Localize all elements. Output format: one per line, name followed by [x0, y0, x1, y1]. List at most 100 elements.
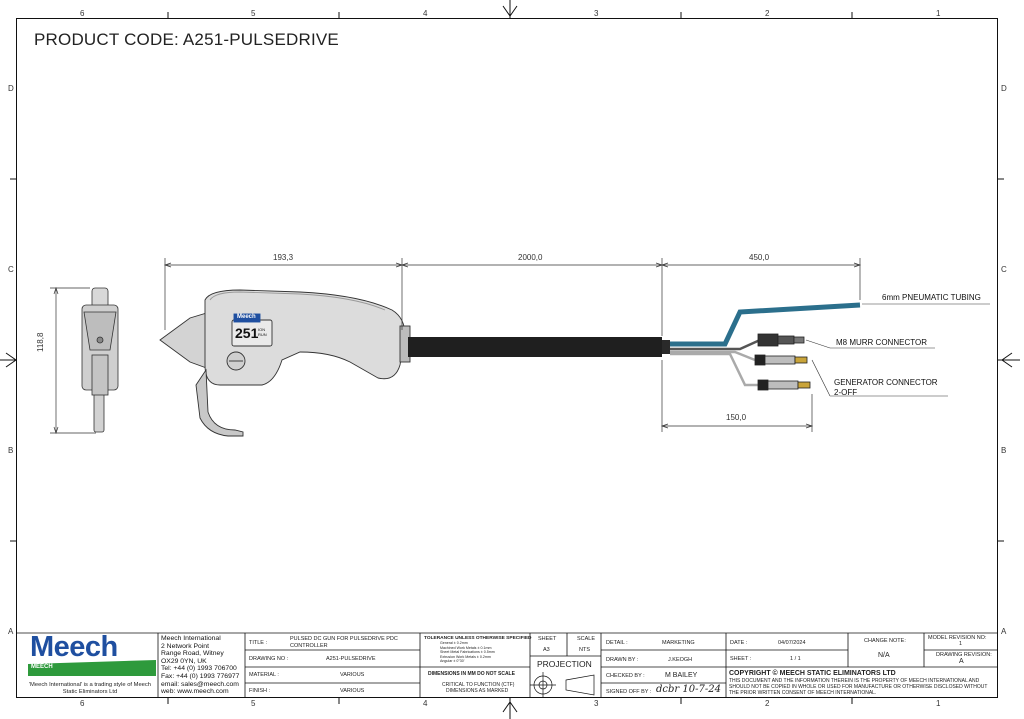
row-label-right: C — [1001, 265, 1007, 274]
cables — [670, 302, 861, 387]
dimension-height: 118,8 — [36, 332, 45, 352]
trading-style-note: 'Meech International' is a trading style… — [28, 682, 152, 695]
drawing-no-label: DRAWING NO : — [249, 656, 289, 662]
detail-value: MARKETING — [662, 640, 695, 646]
column-label-top: 5 — [251, 9, 256, 18]
meech-logo: Meech MEECH — [27, 631, 155, 679]
material-label: MATERIAL : — [249, 672, 279, 678]
row-label-right: B — [1001, 446, 1007, 455]
column-label-bottom: 4 — [423, 699, 428, 708]
row-label-left: A — [8, 627, 14, 636]
copyright-line: SHOULD NOT BE COPIED IN WHOLE OR USED FO… — [729, 684, 988, 690]
gun-body — [159, 289, 411, 437]
row-label-right: A — [1001, 627, 1007, 636]
row-label-left: C — [8, 265, 14, 274]
column-label-bottom: 1 — [936, 699, 941, 708]
title-label: TITLE : — [249, 640, 268, 646]
material-value: VARIOUS — [340, 672, 365, 678]
device-ion-run-label: ION RUN — [258, 327, 267, 337]
column-label-top: 3 — [594, 9, 599, 18]
tolerance-line: Angular ± 0°30' — [440, 659, 465, 664]
address-line: Fax: +44 (0) 1993 776977 — [161, 672, 240, 680]
dimensions-note: DIMENSIONS IN MM DO NOT SCALE — [428, 671, 515, 677]
callout-pneumatic-tubing: 6mm PNEUMATIC TUBING — [882, 293, 981, 302]
drawn-by-value: J.KEOGH — [668, 657, 693, 663]
column-label-top: 4 — [423, 9, 428, 18]
change-note-label: CHANGE NOTE: — [864, 638, 906, 644]
checked-by-label: CHECKED BY : — [606, 673, 645, 679]
ctf-note-line2: DIMENSIONS AS MARKED — [446, 688, 509, 694]
sheet-size-label: SHEET — [538, 636, 557, 642]
dimension-connector-offset: 150,0 — [726, 413, 747, 422]
company-address: Meech International 2 Network Point Rang… — [161, 635, 239, 696]
tolerance-line: Extrusion Work Metals ± 0.2mm — [440, 654, 491, 659]
generator-connector-1 — [754, 354, 808, 366]
sheet-size-value: A3 — [543, 647, 550, 653]
signed-off-label: SIGNED OFF BY : — [606, 689, 652, 695]
callout-generator-count: 2-OFF — [834, 388, 858, 397]
drawn-by-label: DRAWN BY : — [606, 657, 639, 663]
model-revision-label: MODEL REVISION NO: — [928, 635, 987, 641]
product-code-title: PRODUCT CODE: A251-PULSEDRIVE — [34, 30, 339, 49]
address-line: 2 Network Point — [161, 642, 209, 650]
copyright-heading: COPYRIGHT © MEECH STATIC ELIMINATORS LTD — [729, 670, 896, 677]
drawing-frame — [16, 18, 998, 698]
callout-m8-connector: M8 MURR CONNECTOR — [836, 338, 927, 347]
tolerance-heading: TOLERANCE UNLESS OTHERWISE SPECIFIED — [424, 636, 532, 641]
generator-connector-2 — [757, 379, 811, 391]
tolerance-line: General ± 0.2mm — [440, 641, 468, 645]
callout-generator-connector: GENERATOR CONNECTOR — [834, 378, 938, 387]
sheet-number-label: SHEET : — [730, 656, 752, 662]
border-ticks — [10, 12, 1004, 704]
date-label: DATE : — [730, 640, 748, 646]
address-line: OX29 0YN, UK — [161, 657, 207, 665]
finish-value: VARIOUS — [340, 688, 365, 694]
model-revision-value: 1 — [959, 641, 963, 647]
drawing-no-value: A251-PULSEDRIVE — [326, 656, 376, 662]
address-line: web: www.meech.com — [161, 688, 229, 696]
projection-label: PROJECTION — [537, 659, 592, 669]
ctf-note-line1: CRITICAL TO FUNCTION (CTF) — [442, 682, 515, 688]
dimension-lines — [163, 258, 862, 432]
change-note-value: N/A — [878, 652, 890, 659]
side-view — [81, 287, 119, 433]
height-dimension — [50, 286, 96, 435]
m8-connector — [757, 333, 805, 347]
scale-label: SCALE — [577, 636, 596, 642]
title-value: PULSED DC GUN FOR PULSEDRIVE PDC CONTROL… — [290, 636, 398, 649]
hose — [408, 337, 670, 357]
sheet-number-value: 1 / 1 — [790, 656, 801, 662]
column-label-bottom: 6 — [80, 699, 85, 708]
projection-symbol — [530, 672, 595, 698]
address-line: Tel: +44 (0) 1993 706700 — [161, 665, 237, 673]
column-label-bottom: 5 — [251, 699, 256, 708]
tolerance-line: Machined Work Metals ± 0.1mm — [440, 645, 492, 650]
column-label-top: 1 — [936, 9, 941, 18]
finish-label: FINISH : — [249, 688, 271, 694]
scale-value: NTS — [579, 647, 590, 653]
address-line: Range Road, Witney — [161, 650, 224, 658]
column-label-bottom: 3 — [594, 699, 599, 708]
checked-by-value: M BAILEY — [665, 672, 698, 679]
logo-subtext: MEECH — [31, 664, 53, 670]
date-value: 04/07/2024 — [778, 640, 806, 646]
row-label-right: D — [1001, 84, 1007, 93]
address-line: Meech International — [161, 635, 221, 642]
address-line: email: sales@meech.com — [161, 680, 239, 688]
logo-swoosh — [28, 660, 156, 676]
signed-off-value: dcbr 10-7-24 — [656, 684, 721, 695]
dimension-hose-length: 2000,0 — [518, 253, 543, 262]
column-label-bottom: 2 — [765, 699, 770, 708]
device-model-label: 251 — [235, 325, 259, 341]
callout-leaders — [805, 303, 990, 397]
copyright-line: THE PRIOR WRITTEN CONSENT OF MEECH INTER… — [729, 690, 877, 696]
device-brand-label: Meech — [237, 314, 256, 320]
dimension-tail-length: 450,0 — [749, 253, 770, 262]
copyright-line: THIS DOCUMENT AND THE INFORMATION THEREI… — [729, 678, 980, 684]
title-block-grid — [16, 632, 998, 698]
tolerance-line: Sheet Metal Fabrications ± 0.5mm — [440, 650, 495, 655]
detail-label: DETAIL : — [606, 640, 628, 646]
row-label-left: D — [8, 84, 14, 93]
